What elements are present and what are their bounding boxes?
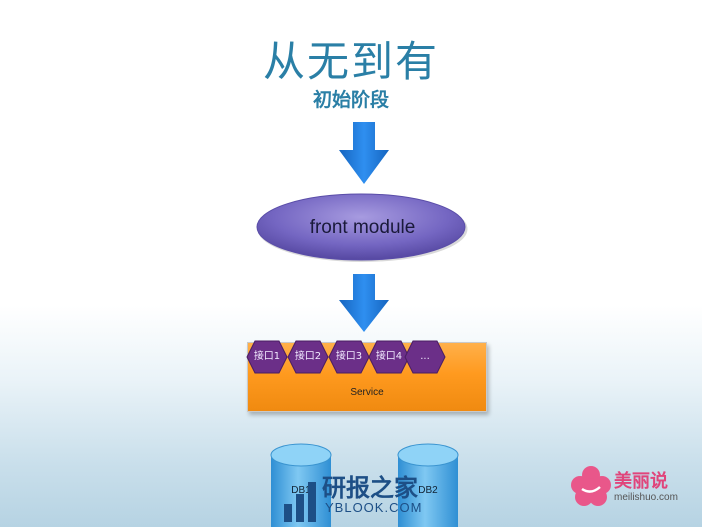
watermark-en: YBLOOK.COM [325,500,423,515]
front-module-ellipse [256,193,468,262]
database-cylinder: DB2 [397,443,459,527]
interface-hexagon: ... [404,340,446,374]
interface-label: ... [420,351,430,362]
watermark-cn: 研报之家 [322,474,418,502]
logo-cn: 美丽说 [614,471,668,492]
brand-logo: 美丽说 meilishuo.com [570,463,694,513]
flower-logo-icon [571,466,611,506]
down-arrow-icon [339,274,389,332]
interface-label: 接口1 [253,351,281,362]
service-label: Service [350,387,384,398]
interface-hexagon: 接口1 [246,340,288,374]
bar-chart-icon [284,482,316,522]
logo-en: meilishuo.com [614,492,678,503]
slide-subtitle: 初始阶段 [312,89,389,111]
interface-label: 接口4 [375,351,403,362]
slide-title: 从无到有 [262,37,439,86]
interface-hexagon: 接口4 [368,340,410,374]
front-module-label: front module [309,217,416,238]
interface-hexagon: 接口2 [287,340,329,374]
down-arrow-icon [339,122,389,184]
interface-hexagon: 接口3 [328,340,370,374]
front-module-node: front module [255,192,470,264]
interface-label: 接口2 [294,351,322,362]
interface-label: 接口3 [335,351,363,362]
database-label: DB2 [418,485,438,496]
watermark: 研报之家 YBLOOK.COM [282,468,442,524]
database-label: DB1 [291,485,311,496]
